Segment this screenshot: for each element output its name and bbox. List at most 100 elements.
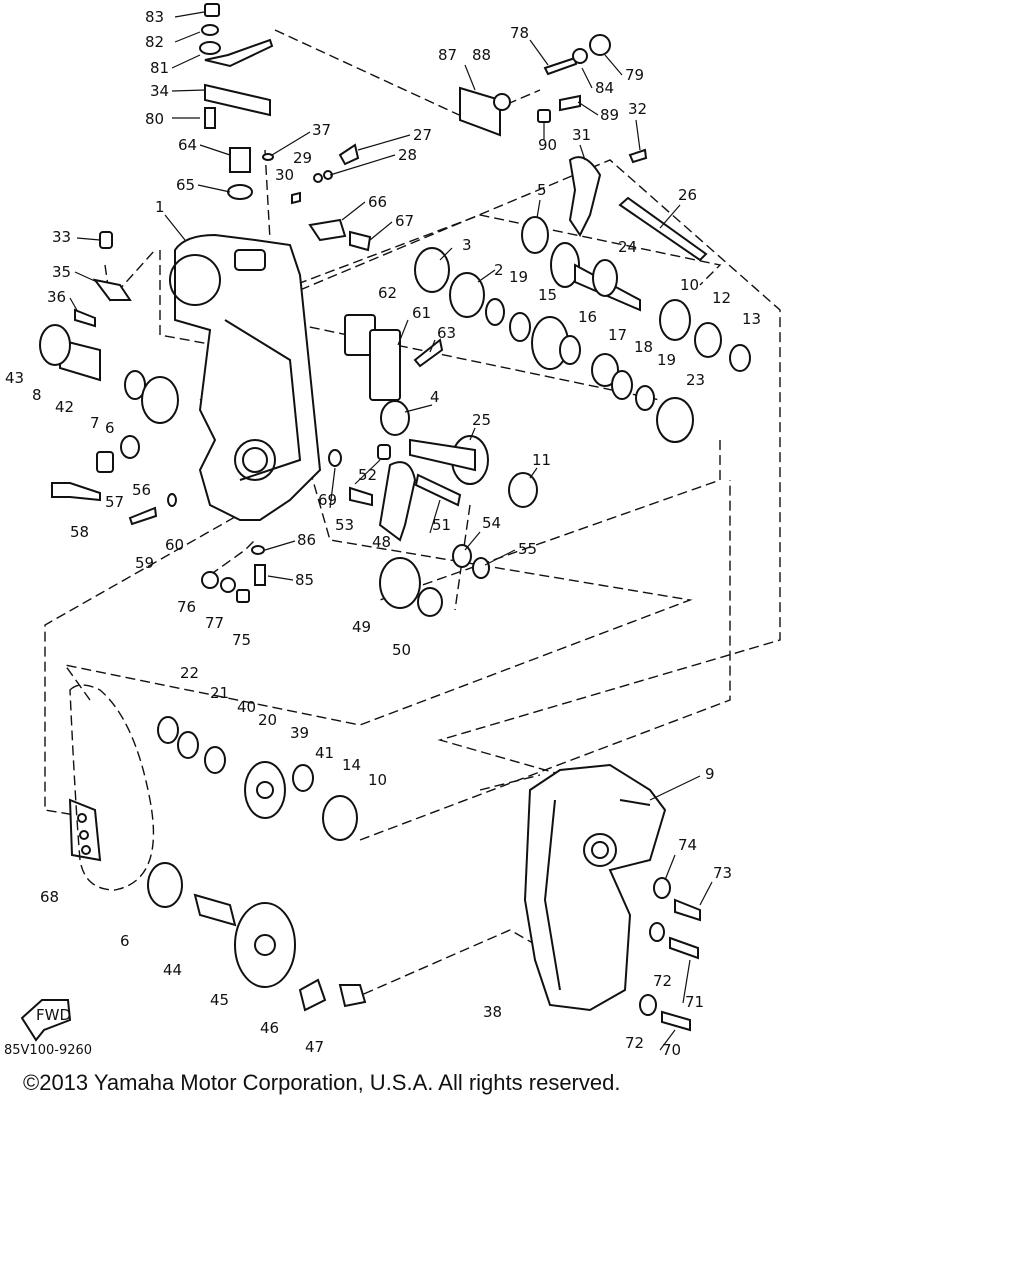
chain-case-housing <box>169 233 322 521</box>
callout-18: 18 <box>634 338 653 356</box>
callout-14: 14 <box>342 756 361 774</box>
callout-73: 73 <box>713 864 732 882</box>
callout-3: 3 <box>462 236 472 254</box>
gears-and-shafts <box>59 156 708 988</box>
callout-6b: 6 <box>120 932 130 950</box>
callout-7: 7 <box>90 414 100 432</box>
callout-38: 38 <box>483 1003 502 1021</box>
callout-28: 28 <box>398 146 417 164</box>
callout-39: 39 <box>290 724 309 742</box>
callout-77: 77 <box>205 614 224 632</box>
callout-40: 40 <box>237 698 256 716</box>
callout-45: 45 <box>210 991 229 1009</box>
callout-79: 79 <box>625 66 644 84</box>
callout-80: 80 <box>145 110 164 128</box>
callout-41: 41 <box>315 744 334 762</box>
callout-27: 27 <box>413 126 432 144</box>
callout-leader-lines <box>69 11 713 1051</box>
callout-65: 65 <box>176 176 195 194</box>
callout-63: 63 <box>437 324 456 342</box>
callout-66: 66 <box>368 193 387 211</box>
callout-58: 58 <box>70 523 89 541</box>
callout-23: 23 <box>686 371 705 389</box>
callout-64: 64 <box>178 136 197 154</box>
callout-62: 62 <box>378 284 397 302</box>
callout-72b: 72 <box>625 1034 644 1052</box>
callout-19: 19 <box>509 268 528 286</box>
callout-88: 88 <box>472 46 491 64</box>
callout-21: 21 <box>210 684 229 702</box>
callout-68: 68 <box>40 888 59 906</box>
callout-17: 17 <box>608 326 627 344</box>
callout-10: 10 <box>680 276 699 294</box>
callout-31: 31 <box>572 126 591 144</box>
callout-57: 57 <box>105 493 124 511</box>
callout-8: 8 <box>32 386 42 404</box>
bearings-and-seals <box>39 216 751 908</box>
callout-56: 56 <box>132 481 151 499</box>
callout-69: 69 <box>318 491 337 509</box>
callout-51: 51 <box>432 516 451 534</box>
callout-42: 42 <box>55 398 74 416</box>
callout-26: 26 <box>678 186 697 204</box>
callout-52: 52 <box>358 466 377 484</box>
callout-84: 84 <box>595 79 614 97</box>
callout-72: 72 <box>653 972 672 990</box>
callout-4: 4 <box>430 388 440 406</box>
callout-37: 37 <box>312 121 331 139</box>
callout-50: 50 <box>392 641 411 659</box>
callout-90: 90 <box>538 136 557 154</box>
callout-70: 70 <box>662 1041 681 1059</box>
callout-1: 1 <box>155 198 165 216</box>
callout-55: 55 <box>518 540 537 558</box>
callout-86: 86 <box>297 531 316 549</box>
callout-81: 81 <box>150 59 169 77</box>
callout-12: 12 <box>712 289 731 307</box>
drawing-code: 85V100-9260 <box>4 1043 93 1058</box>
callout-9: 9 <box>705 765 715 783</box>
callout-53: 53 <box>335 516 354 534</box>
callout-54: 54 <box>482 514 501 532</box>
callout-78: 78 <box>510 24 529 42</box>
callout-22: 22 <box>180 664 199 682</box>
callout-6: 6 <box>105 419 115 437</box>
callout-34: 34 <box>150 82 169 100</box>
chain-case-cover <box>523 763 667 1012</box>
callout-83: 83 <box>145 8 164 26</box>
callout-47: 47 <box>305 1038 324 1056</box>
callout-19b: 19 <box>657 351 676 369</box>
callout-76: 76 <box>177 598 196 616</box>
callout-13: 13 <box>742 310 761 328</box>
callout-61: 61 <box>412 304 431 322</box>
callout-35: 35 <box>52 263 71 281</box>
callout-59: 59 <box>135 554 154 572</box>
callout-16: 16 <box>578 308 597 326</box>
callout-36: 36 <box>47 288 66 306</box>
callout-67: 67 <box>395 212 414 230</box>
callout-43: 43 <box>5 369 24 387</box>
callout-75: 75 <box>232 631 251 649</box>
callout-60: 60 <box>165 536 184 554</box>
callout-10b: 10 <box>368 771 387 789</box>
drive-chain <box>68 684 155 891</box>
callout-5: 5 <box>537 181 547 199</box>
exploded-parts-diagram: FWD 83 82 81 34 80 64 37 27 29 28 30 65 … <box>5 3 781 1059</box>
callout-11: 11 <box>532 451 551 469</box>
callout-48: 48 <box>372 533 391 551</box>
callout-30: 30 <box>275 166 294 184</box>
callout-15: 15 <box>538 286 557 304</box>
part-callout-labels: 83 82 81 34 80 64 37 27 29 28 30 65 66 6… <box>5 8 761 1059</box>
callout-32: 32 <box>628 100 647 118</box>
callout-87: 87 <box>438 46 457 64</box>
callout-74: 74 <box>678 836 697 854</box>
callout-82: 82 <box>145 33 164 51</box>
callout-49: 49 <box>352 618 371 636</box>
callout-85: 85 <box>295 571 314 589</box>
callout-89: 89 <box>600 106 619 124</box>
fwd-label: FWD <box>36 1006 71 1024</box>
callout-25: 25 <box>472 411 491 429</box>
callout-71: 71 <box>685 993 704 1011</box>
callout-20: 20 <box>258 711 277 729</box>
callout-24: 24 <box>618 238 637 256</box>
callout-44: 44 <box>163 961 182 979</box>
